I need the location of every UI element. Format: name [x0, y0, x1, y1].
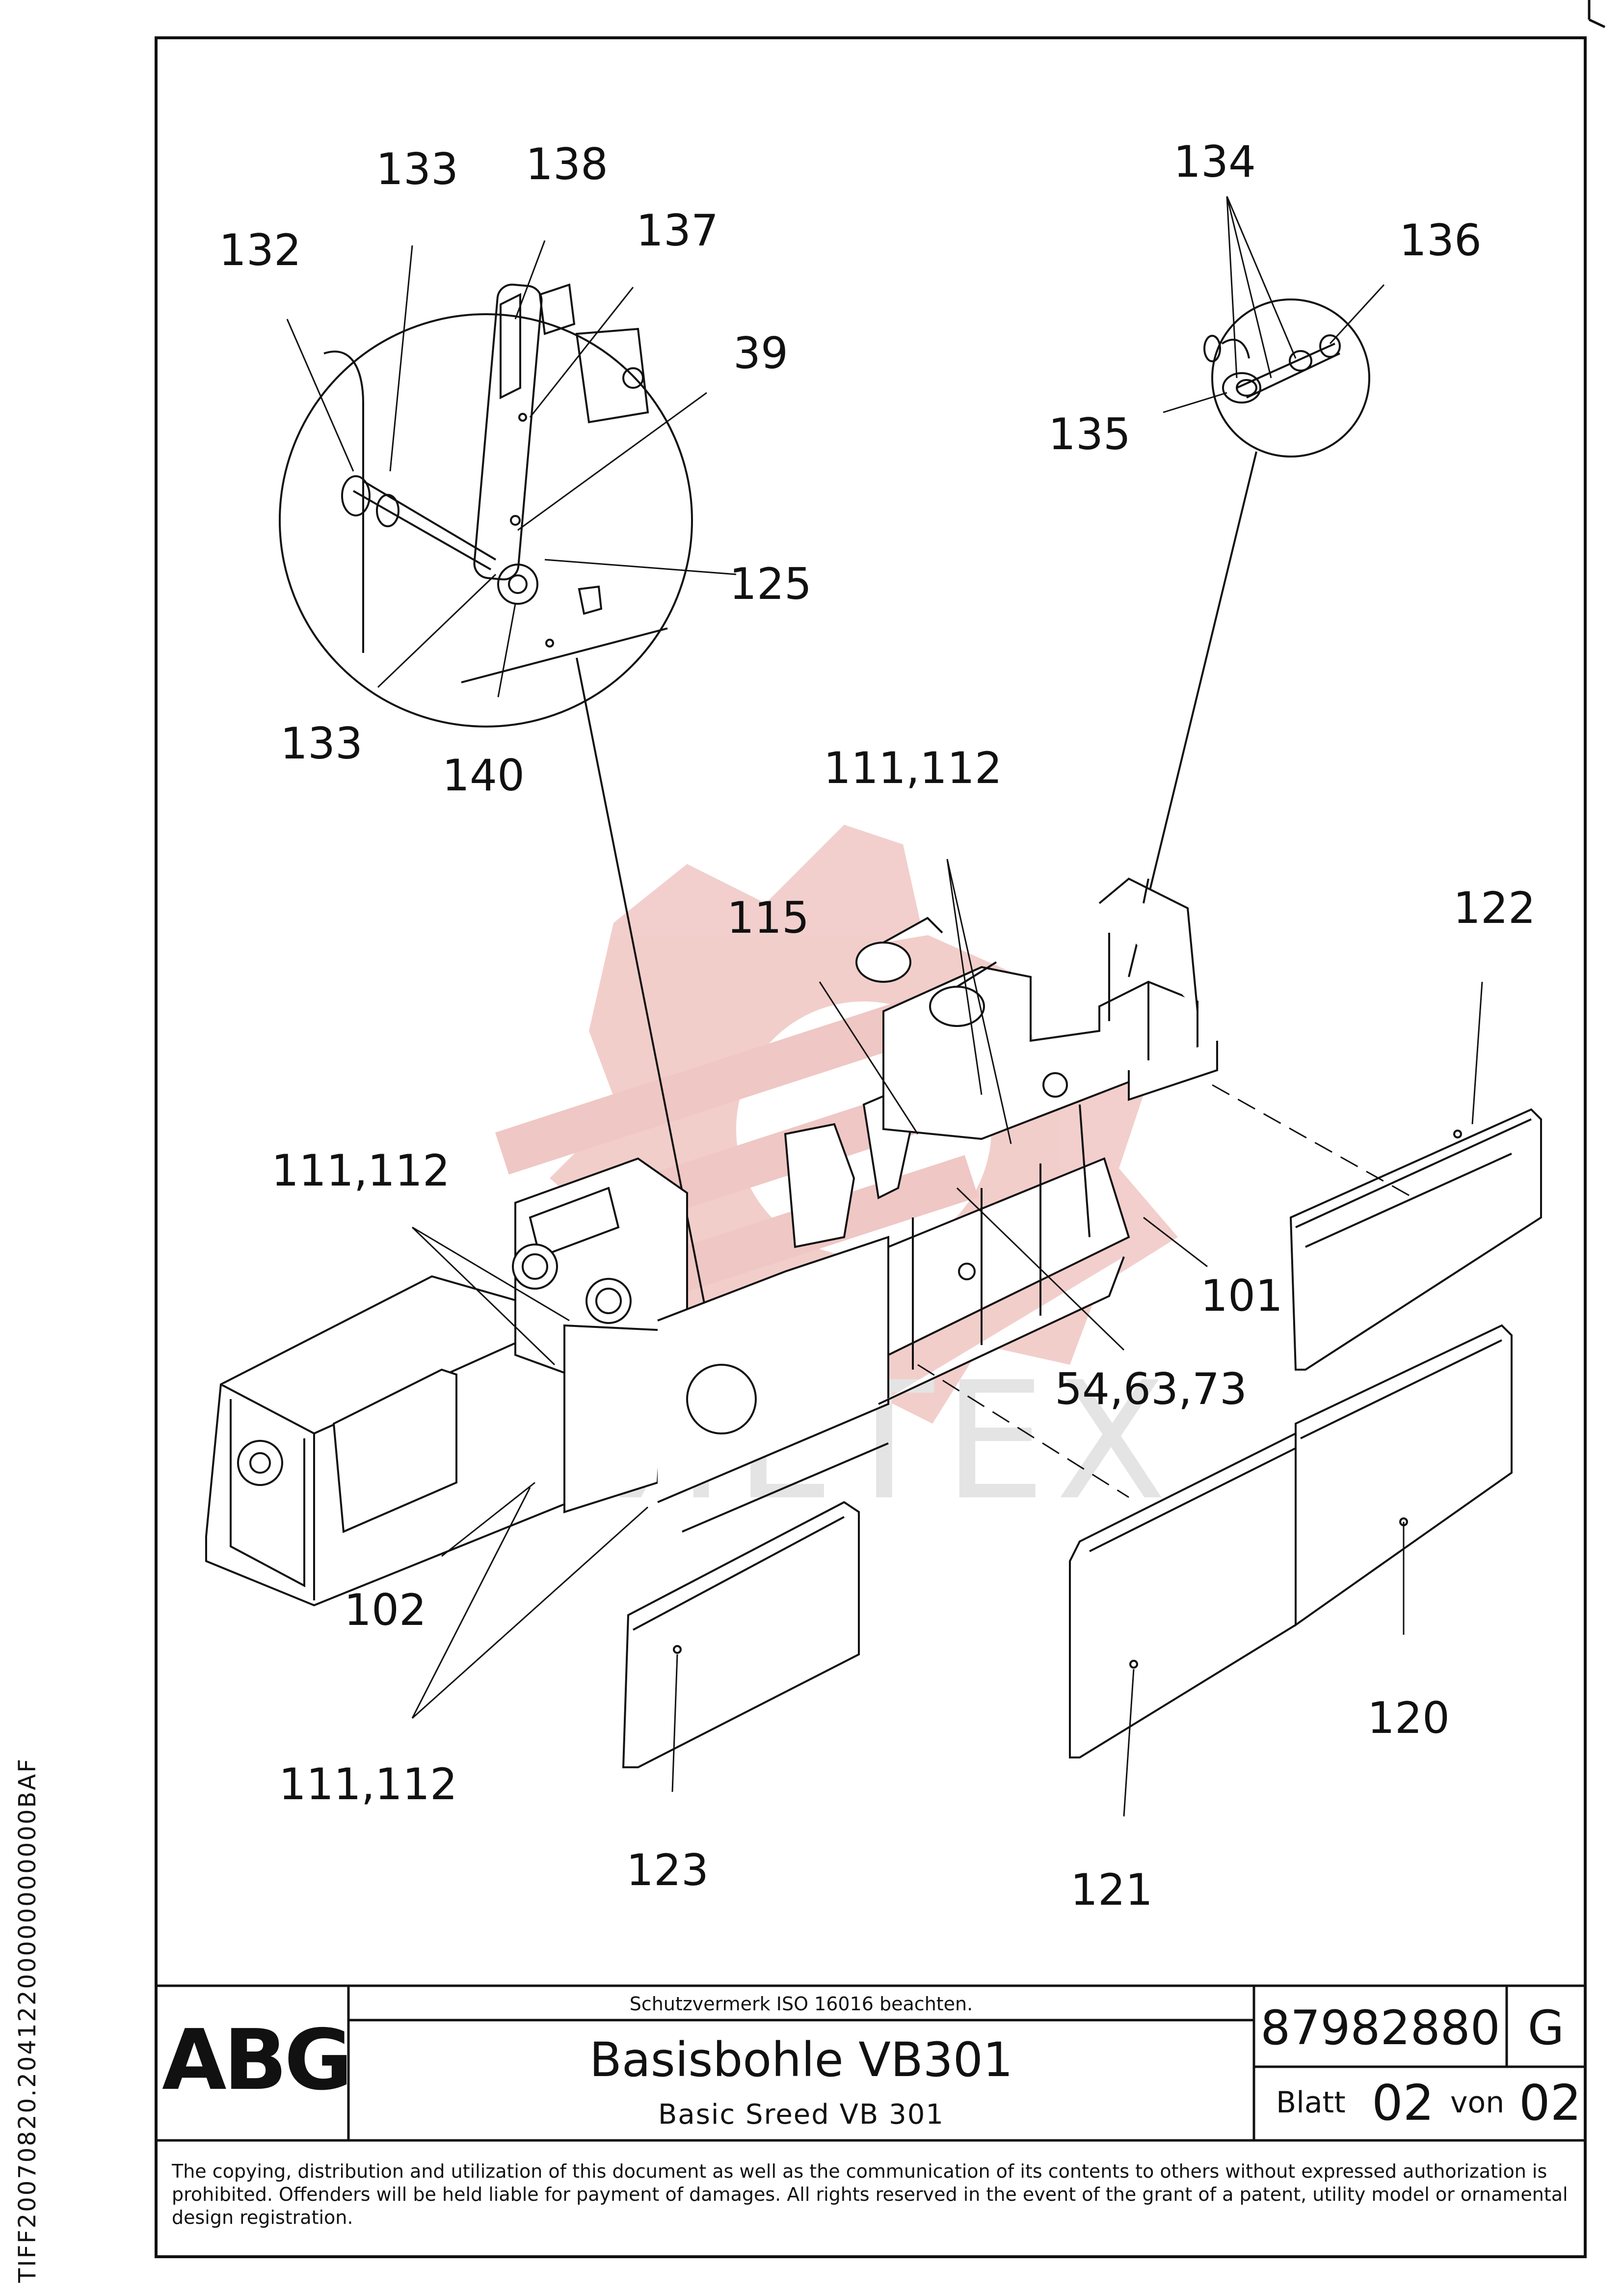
sheet-total: 02 [1519, 2074, 1582, 2132]
corner-mark [1588, 0, 1606, 28]
protection-note: Schutzvermerk ISO 16016 beachten. [629, 1993, 973, 2015]
callout-115: 115 [727, 892, 809, 943]
detail-view-left [279, 283, 693, 728]
callout-54-63-73: 54,63,73 [1055, 1364, 1247, 1414]
callout-133-top: 133 [376, 144, 458, 194]
of-label: von [1450, 2085, 1505, 2120]
assembly-right-module [784, 877, 1218, 1405]
cover-plate-122 [1289, 1108, 1542, 1371]
alignment-lines [917, 1084, 1414, 1498]
callout-102: 102 [344, 1585, 426, 1635]
callout-121: 121 [1070, 1864, 1153, 1915]
side-document-code: TIFF20070820.20412200000000000BAF [14, 1757, 41, 2283]
callout-134: 134 [1173, 136, 1256, 187]
callout-120: 120 [1367, 1693, 1450, 1743]
detail-view-right [1203, 298, 1370, 458]
callout-123: 123 [626, 1845, 709, 1895]
abg-logo: ABG [162, 2012, 353, 2109]
callout-140: 140 [442, 750, 525, 801]
cover-plate-121 [1069, 1432, 1297, 1758]
drawing-frame [155, 36, 1587, 2258]
callout-39: 39 [733, 328, 788, 378]
drawing-number: 87982880 [1260, 2000, 1500, 2055]
callout-135: 135 [1048, 409, 1131, 459]
title-english: Basic Sreed VB 301 [658, 2099, 945, 2131]
callout-133-bottom: 133 [280, 718, 363, 769]
callout-132: 132 [219, 225, 301, 275]
callout-111-112-left: 111,112 [271, 1145, 450, 1196]
callout-leaders [286, 196, 1483, 1817]
callout-111-112-top: 111,112 [824, 743, 1002, 793]
callout-125: 125 [729, 559, 812, 609]
callout-137: 137 [636, 205, 718, 256]
cover-plate-123 [622, 1501, 860, 1768]
callout-111-112-bottom: 111,112 [279, 1759, 457, 1810]
copyright-notice: The copying, distribution and utilizatio… [172, 2161, 1568, 2228]
revision-letter: G [1527, 2000, 1565, 2055]
callout-136: 136 [1399, 215, 1482, 266]
title-block-lines [156, 1984, 1585, 2142]
callout-101: 101 [1200, 1270, 1283, 1321]
assembly-left-module [205, 1157, 889, 1607]
callout-122: 122 [1453, 883, 1536, 933]
title-german: Basisbohle VB301 [589, 2032, 1013, 2087]
sheet-number: 02 [1372, 2074, 1435, 2132]
sheet-label: Blatt [1276, 2085, 1346, 2120]
callout-138: 138 [526, 139, 608, 189]
